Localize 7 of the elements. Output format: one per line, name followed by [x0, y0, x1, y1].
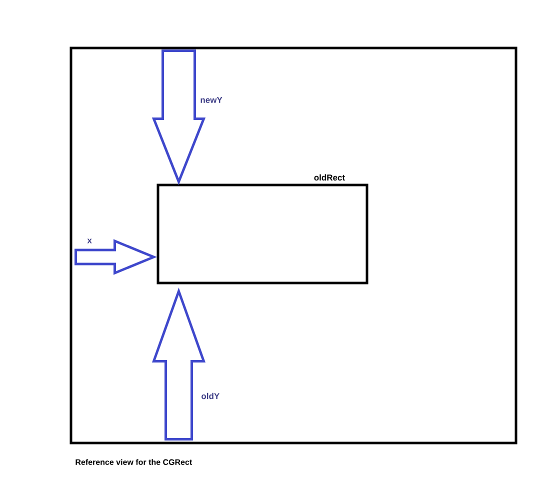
edge-label: oldY [202, 392, 220, 400]
edge-label: newY [200, 97, 222, 103]
edge-label: x [87, 238, 92, 244]
rectangle-box: oldRect [156, 174, 368, 284]
frame-box [70, 46, 518, 444]
caption: Reference view for the CGRect [76, 459, 192, 465]
node-label: oldRect [314, 174, 345, 181]
